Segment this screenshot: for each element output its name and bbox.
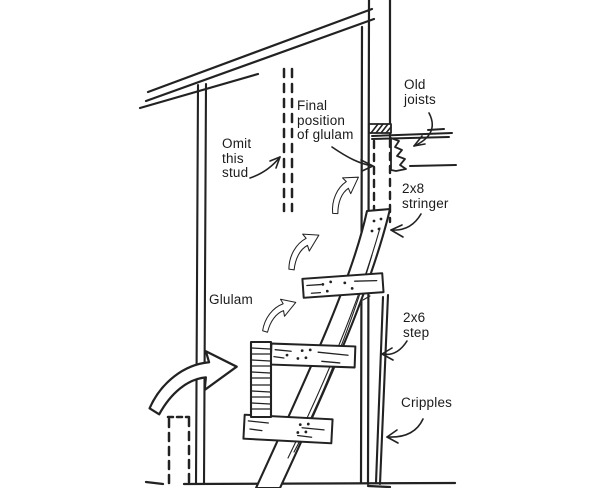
motion-arrow-2 xyxy=(262,298,297,333)
label-cripples: Cripples xyxy=(401,395,453,411)
leader-old-joists xyxy=(413,112,433,147)
label-line: of glulam xyxy=(297,127,354,143)
bearing-block xyxy=(368,123,392,134)
stringer-nails xyxy=(370,217,383,233)
leader-stringer xyxy=(390,213,422,238)
motion-arrow-4 xyxy=(331,176,359,215)
label-line: stud xyxy=(222,165,249,181)
label-line: stringer xyxy=(402,195,449,211)
label-line: Final xyxy=(297,98,328,113)
label-2x6-step: 2x6 step xyxy=(403,310,430,340)
cripple-stud xyxy=(374,293,390,486)
label-line: 2x6 xyxy=(403,310,426,325)
label-final-position-of-glulam: Final position of glulam xyxy=(297,98,354,143)
old-joists-lines xyxy=(371,128,457,172)
label-omit-this-stud: Omit this stud xyxy=(222,136,252,181)
lower-dashed-stud xyxy=(166,415,191,485)
label-line: step xyxy=(403,324,430,340)
label-line: Old xyxy=(404,77,426,92)
glulam-beam xyxy=(249,340,273,419)
step-middle xyxy=(269,342,357,369)
motion-arrow-1 xyxy=(148,350,238,416)
label-glulam: Glulam xyxy=(209,292,253,308)
label-line: 2x8 xyxy=(402,181,425,196)
label-line: Cripples xyxy=(401,395,453,410)
step-upper xyxy=(301,272,385,299)
broken-joist-end xyxy=(390,137,407,172)
label-line: this xyxy=(222,150,244,166)
left-stud xyxy=(194,82,208,486)
leader-final-position xyxy=(331,146,374,172)
step-lower xyxy=(242,413,334,445)
label-line: Omit xyxy=(222,136,252,151)
omitted-stud-dashed xyxy=(282,67,294,213)
label-line: position xyxy=(297,112,346,128)
label-old-joists: Old joists xyxy=(404,77,436,107)
leader-step xyxy=(381,340,408,361)
motion-arrows xyxy=(148,176,359,416)
bottom-plate xyxy=(144,480,457,488)
motion-arrow-3 xyxy=(288,233,320,271)
roof-top-plates xyxy=(138,7,376,110)
leader-cripples xyxy=(386,418,424,444)
label-2x8-stringer: 2x8 stringer xyxy=(402,181,449,211)
leader-arrows xyxy=(249,112,433,444)
label-line: joists xyxy=(404,91,436,107)
label-line: Glulam xyxy=(209,292,253,307)
leader-omit-stud xyxy=(249,156,281,179)
